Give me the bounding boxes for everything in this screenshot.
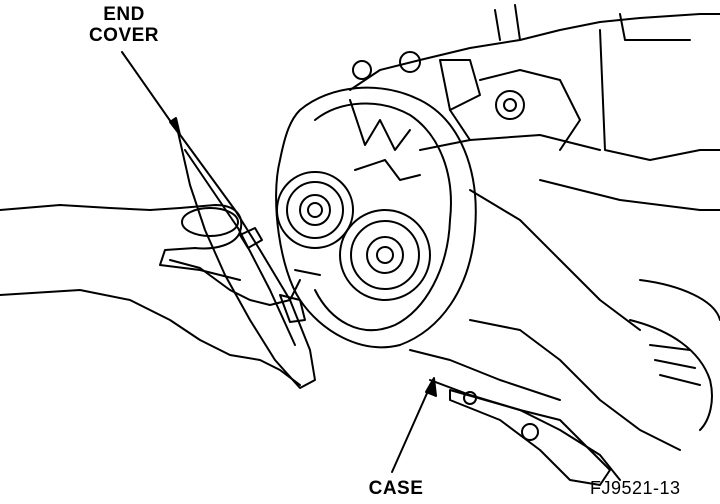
hand-upper [0,204,243,281]
hand-lower [0,259,301,386]
figure-id-label: FJ9521-13 [590,478,681,498]
driven-gear [339,209,431,301]
transmission-case [349,4,720,486]
end-cover-leader [121,51,181,136]
end-cover-plate [177,131,316,389]
end-cover-label-line2: COVER [88,25,160,46]
case-label: CASE [368,478,424,499]
pump-housing [275,86,477,349]
end-cover-label-line1: END [103,4,145,25]
end-cover-label: END COVER [78,4,170,46]
case-leader [391,377,437,473]
drive-gear [276,171,354,249]
